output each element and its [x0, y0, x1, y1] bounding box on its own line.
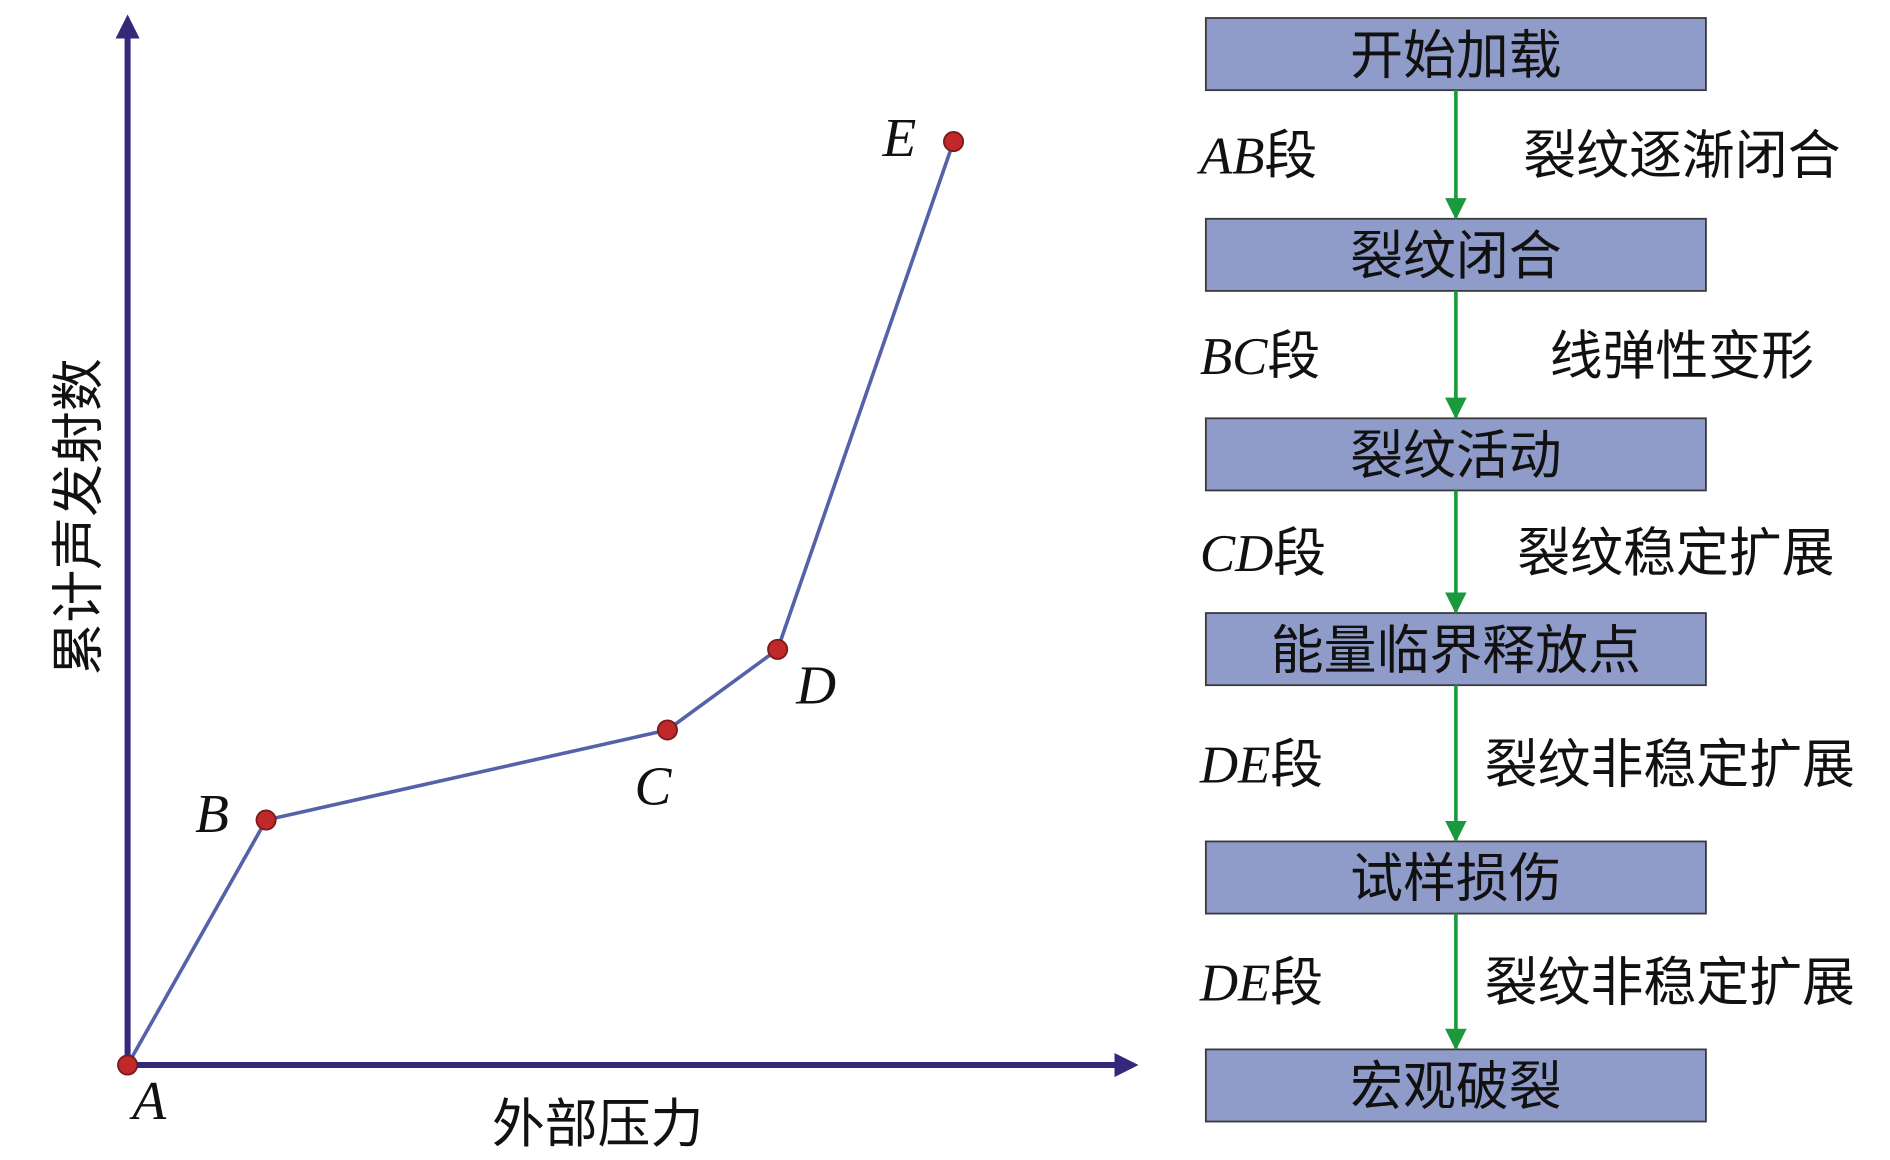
segment-suffix: 段 — [1264, 126, 1317, 187]
stage-box: 开始加载 — [1204, 17, 1707, 92]
segment-description: 裂纹逐渐闭合 — [1523, 126, 1840, 187]
segment-suffix: 段 — [1267, 326, 1320, 387]
stage-label: 开始加载 — [1350, 25, 1562, 86]
acoustic-emission-chart: 累计声发射数 外部压力 A B C D E — [48, 14, 1139, 1155]
x-axis-label: 外部压力 — [492, 1094, 704, 1155]
stage-label: 能量临界释放点 — [1271, 620, 1641, 681]
point-label-C: C — [635, 756, 673, 817]
point-label-E: E — [882, 107, 917, 168]
point-label-D: D — [795, 654, 836, 715]
y-axis-label: 累计声发射数 — [48, 358, 109, 675]
data-point-A — [117, 1054, 139, 1076]
segment-letters: CD — [1200, 525, 1273, 583]
data-point-B — [255, 809, 277, 831]
stage-box: 宏观破裂 — [1204, 1048, 1707, 1123]
stage-label: 试样损伤 — [1350, 849, 1562, 910]
segment-suffix: 段 — [1270, 735, 1323, 796]
flowchart: 开始加载裂纹闭合裂纹活动能量临界释放点试样损伤宏观破裂AB段裂纹逐渐闭合BC段线… — [1197, 17, 1855, 1123]
segment-description: 线弹性变形 — [1550, 326, 1814, 387]
stage-label: 宏观破裂 — [1350, 1057, 1562, 1118]
segment-letters: DE — [1199, 737, 1270, 795]
segment-label: AB段 — [1197, 126, 1318, 187]
segment-letters: BC — [1200, 328, 1268, 386]
segment-description: 裂纹稳定扩展 — [1517, 523, 1834, 584]
stage-box: 裂纹活动 — [1204, 417, 1707, 492]
data-point-E — [943, 131, 965, 153]
stage-label: 裂纹闭合 — [1350, 226, 1562, 287]
point-label-B: B — [195, 783, 229, 844]
data-point-D — [767, 638, 789, 660]
series-line: A B C D E — [117, 107, 965, 1131]
segment-suffix: 段 — [1273, 523, 1326, 584]
segment-label: CD段 — [1200, 523, 1326, 584]
stage-box: 能量临界释放点 — [1204, 612, 1707, 687]
point-label-A: A — [128, 1070, 166, 1131]
segment-label: DE段 — [1199, 953, 1323, 1014]
segment-description: 裂纹非稳定扩展 — [1485, 735, 1855, 796]
stage-label: 裂纹活动 — [1350, 426, 1562, 487]
segment-letters: AB — [1197, 128, 1265, 186]
data-point-C — [656, 719, 678, 741]
data-line — [126, 140, 956, 1066]
segment-letters: DE — [1199, 955, 1270, 1013]
segment-label: BC段 — [1200, 326, 1320, 387]
segment-suffix: 段 — [1270, 953, 1323, 1014]
stage-box: 裂纹闭合 — [1204, 217, 1707, 292]
segment-label: DE段 — [1199, 735, 1323, 796]
stage-box: 试样损伤 — [1204, 840, 1707, 915]
segment-description: 裂纹非稳定扩展 — [1485, 953, 1855, 1014]
